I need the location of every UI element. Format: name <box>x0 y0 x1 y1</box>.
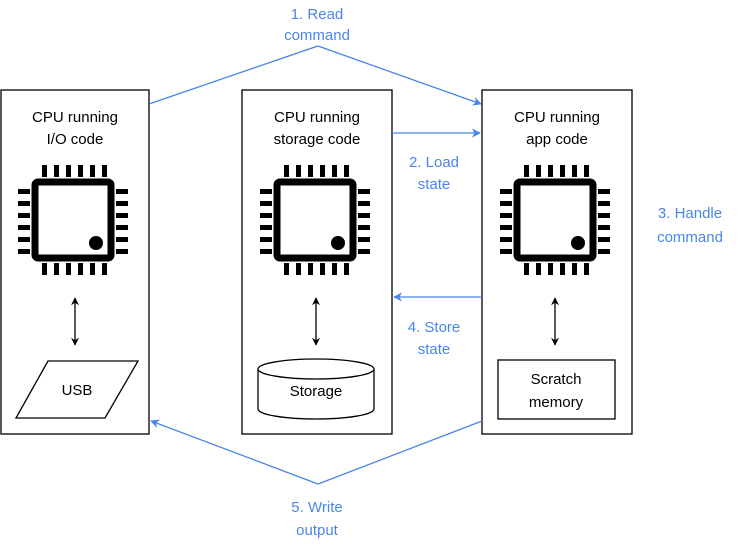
step4-label-line2: state <box>418 341 451 358</box>
storage-box-title-line2: storage code <box>274 131 361 148</box>
io-box-title-line2: I/O code <box>47 131 104 148</box>
step5-label-line1: 5. Write <box>291 499 342 516</box>
io-box-title-line1: CPU running <box>32 109 118 126</box>
step5-label-line2: output <box>296 522 339 539</box>
storage-label: Storage <box>290 383 343 400</box>
step3-label-line2: command <box>657 229 723 246</box>
app-box-title-line1: CPU running <box>514 109 600 126</box>
step3-label-line1: 3. Handle <box>658 205 722 222</box>
app-cpu-box: CPU running app code Scratch memory <box>481 89 633 435</box>
flow-arrows <box>148 45 483 485</box>
step2-label-line1: 2. Load <box>409 154 459 171</box>
cpu-chip-icon <box>260 165 370 275</box>
step2-label-line2: state <box>418 176 451 193</box>
cylinder-storage-icon <box>257 358 375 420</box>
scratch-memory-label-line2: memory <box>529 394 584 411</box>
step-labels: 1. Read command 2. Load state 3. Handle … <box>284 6 723 539</box>
app-box-title-line2: app code <box>526 131 588 148</box>
read-command-arrow <box>148 45 482 106</box>
step4-label-line1: 4. Store <box>408 319 461 336</box>
scratch-memory-label-line1: Scratch <box>531 371 582 388</box>
cpu-chip-icon <box>18 165 128 275</box>
rectangle-memory-icon <box>497 359 616 420</box>
io-cpu-box: CPU running I/O code USB <box>0 89 150 435</box>
step1-label-line2: command <box>284 27 350 44</box>
storage-cpu-box: CPU running storage code Storage <box>241 89 393 435</box>
step1-label-line1: 1. Read <box>291 6 344 23</box>
usb-label: USB <box>62 382 93 399</box>
storage-box-title-line1: CPU running <box>274 109 360 126</box>
cpu-chip-icon <box>500 165 610 275</box>
write-output-arrow <box>150 419 483 485</box>
parallelogram-io-icon <box>14 360 140 419</box>
